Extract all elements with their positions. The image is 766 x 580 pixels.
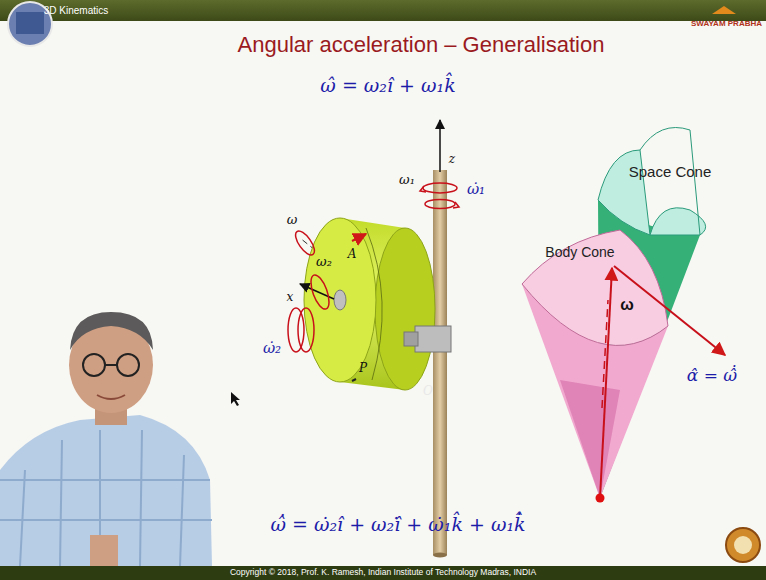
rotation-arrow bbox=[307, 273, 332, 312]
rotation-arrow bbox=[298, 308, 314, 352]
rotation-arrow bbox=[288, 308, 304, 352]
rotation-arrow bbox=[292, 228, 318, 258]
channel-logo bbox=[16, 12, 44, 34]
slide-title: Angular acceleration – Generalisation bbox=[238, 32, 605, 57]
top-bar bbox=[0, 0, 766, 21]
equation: ω̂ = ω₂î + ω₁k̂ bbox=[320, 75, 455, 97]
equation: α̂ = ω̂̇ bbox=[687, 366, 737, 386]
cone-apex bbox=[596, 494, 605, 503]
channel-logo-text: SWAYAM PRABHA bbox=[691, 19, 762, 28]
rolling-cylinder bbox=[304, 218, 451, 390]
body-cone bbox=[522, 230, 668, 498]
angular-rate-label: ω̇₂ bbox=[263, 340, 281, 357]
axis-label: z bbox=[449, 153, 455, 167]
alpha-vector bbox=[614, 266, 725, 355]
omega-vector bbox=[600, 268, 612, 498]
mouse-pointer bbox=[231, 392, 240, 406]
swayam-logo bbox=[712, 6, 736, 14]
copyright-footer: Copyright © 2018, Prof. K. Ramesh, India… bbox=[230, 568, 536, 578]
point-label: O bbox=[423, 385, 433, 399]
z-axis bbox=[439, 120, 441, 172]
axis-label: x bbox=[287, 291, 294, 305]
presenter bbox=[0, 312, 212, 566]
cone-label: Body Cone bbox=[545, 244, 614, 260]
rotation-arrow bbox=[425, 200, 455, 209]
section-name: 3D Kinematics bbox=[44, 5, 108, 17]
equation: ω̂̇ = ω̇₂î + ω₂î̇ + ω̇₁k̂ + ω₁k̂̇ bbox=[270, 514, 525, 536]
rotation-arrow bbox=[423, 183, 457, 193]
cone-label: Space Cone bbox=[629, 163, 712, 180]
angular-rate-label: ω₁ bbox=[399, 173, 415, 188]
vector-label: ω bbox=[620, 296, 634, 314]
iitm-logo bbox=[726, 528, 760, 562]
angular-rate-label: ω₂ bbox=[316, 255, 332, 270]
angular-rate-label: ω̇₁ bbox=[467, 181, 485, 198]
footer-bar bbox=[0, 566, 766, 580]
iitm-logo bbox=[734, 536, 752, 554]
angular-rate-label: ω bbox=[287, 213, 298, 228]
vertical-shaft bbox=[433, 170, 447, 555]
point-label: P bbox=[359, 362, 367, 376]
point-label: A bbox=[348, 248, 357, 262]
